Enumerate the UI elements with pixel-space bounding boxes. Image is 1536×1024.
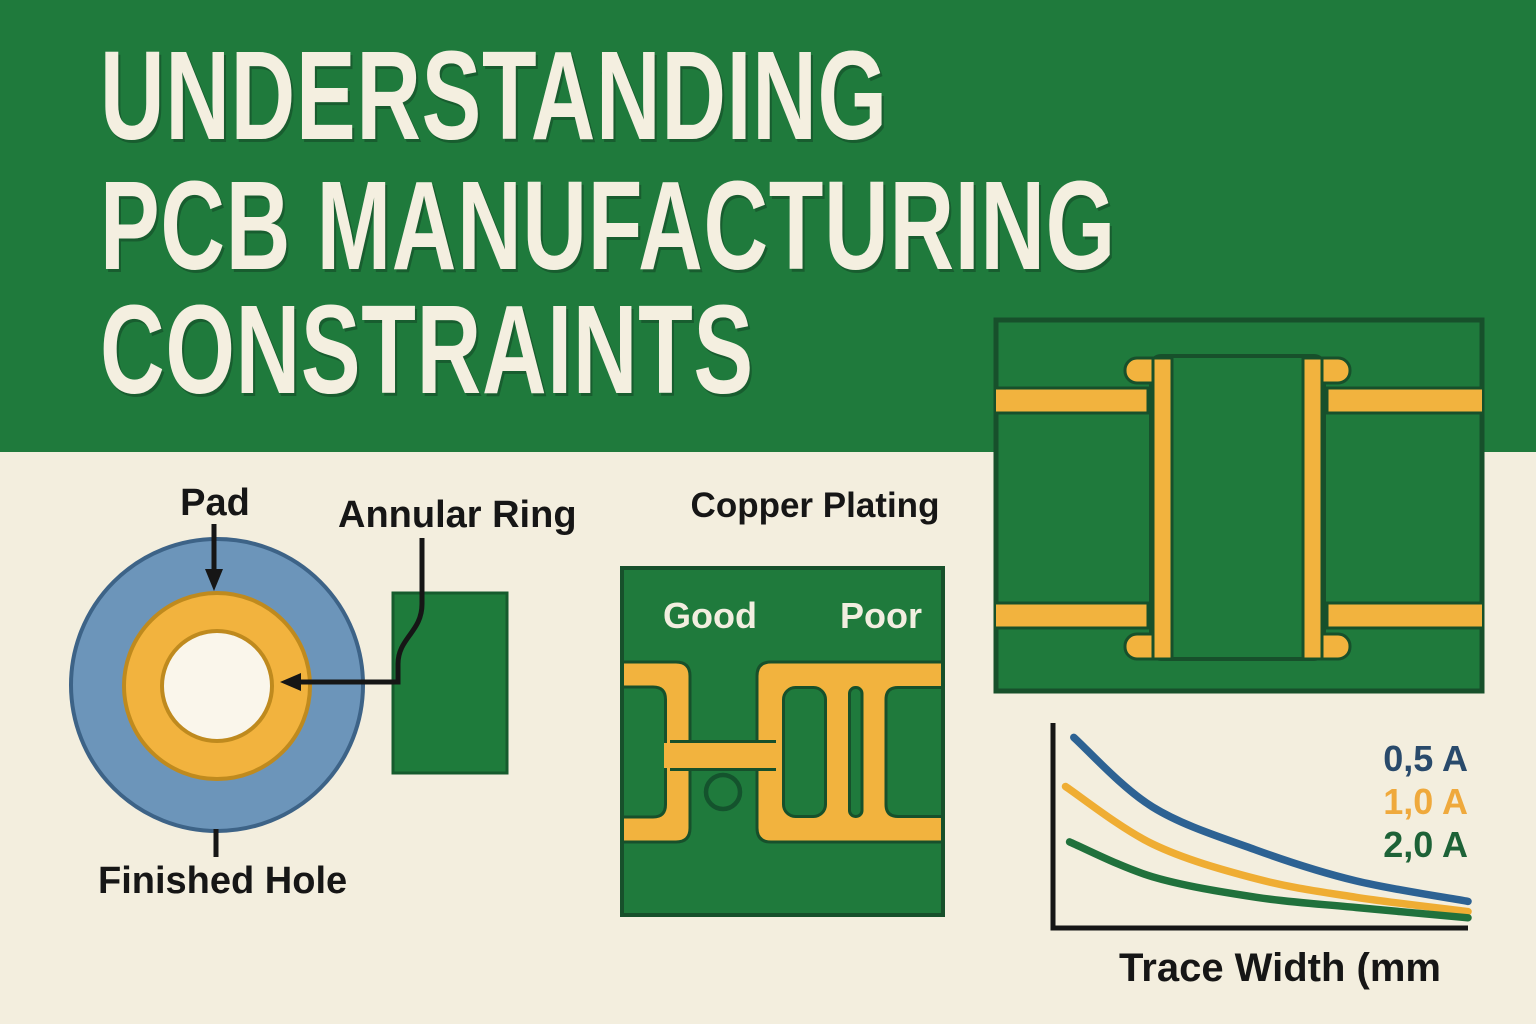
copper-board-border [620,566,945,917]
poor-slot-wide [782,686,827,818]
trace-top-right [1325,386,1482,415]
trace-top-left [996,386,1150,415]
trace-bottom-right [1325,601,1482,630]
chart-axes [1050,723,1468,931]
annular-leader-line [296,538,425,685]
annular-ring-label: Annular Ring [338,494,577,536]
page-title-line-2: PCB MANUFACTURING [100,155,1116,296]
drill-hole-circle [703,772,743,812]
finished-hole-shape [160,629,274,743]
page-title-line-1: UNDERSTANDING [100,25,888,166]
poor-slot-narrow [848,686,864,818]
via-cross-section [993,317,1485,694]
legend-item-2-0A: 2,0 A [1383,824,1468,865]
curve-1-0-A [1061,782,1472,916]
annular-arrowhead [280,673,301,691]
via-barrel-left [1151,356,1174,661]
finished-hole-label: Finished Hole [98,860,348,902]
curve-2-0-A [1065,838,1472,922]
copper-plating-panel [620,566,945,917]
pad-label: Pad [180,482,250,524]
poor-label: Poor [839,595,922,636]
good-label: Good [663,595,757,636]
trace-bottom-left [996,601,1150,630]
page-title-line-3: CONSTRAINTS [100,279,754,420]
trace-width-chart [1050,723,1472,931]
pad-arrowhead [205,569,223,591]
x-axis-label: Trace Width (mm [1119,946,1441,990]
chart-curves [1061,733,1472,922]
green-swatch-rect [391,591,509,775]
good-bracket-notch [622,685,667,819]
legend-item-1-0A: 1,0 A [1383,781,1468,822]
legend-item-0-5A: 0,5 A [1383,738,1468,779]
poor-slot-right [884,686,943,818]
pad-diagram [69,524,509,857]
copper-plating-title: Copper Plating [690,486,940,525]
curve-0-5-A [1070,733,1472,906]
via-barrel-right [1301,356,1324,661]
via-hole-outline [1149,354,1326,661]
